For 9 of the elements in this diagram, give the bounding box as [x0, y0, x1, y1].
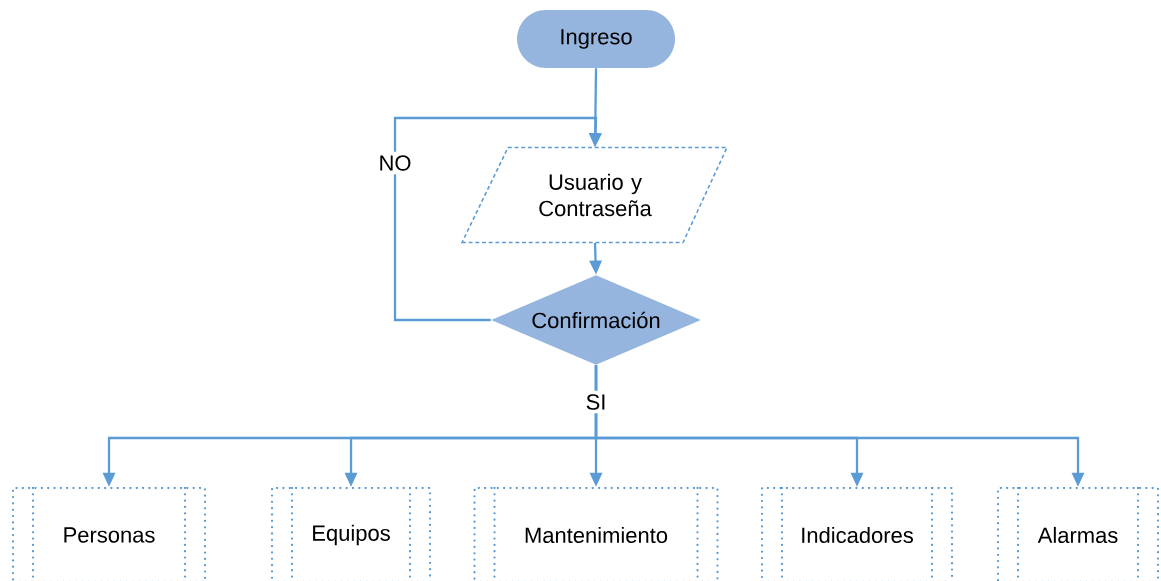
start-terminal: Ingreso [517, 10, 675, 68]
arrow [393, 116, 602, 322]
process-box: Alarmas [996, 486, 1160, 581]
process-box: Indicadores [760, 486, 954, 581]
process-box: Personas [11, 486, 207, 581]
process-box: Mantenimiento [473, 486, 719, 581]
process-box: Equipos [270, 486, 432, 581]
edge-label: SI [582, 390, 610, 414]
edge-label: NO [375, 151, 415, 175]
